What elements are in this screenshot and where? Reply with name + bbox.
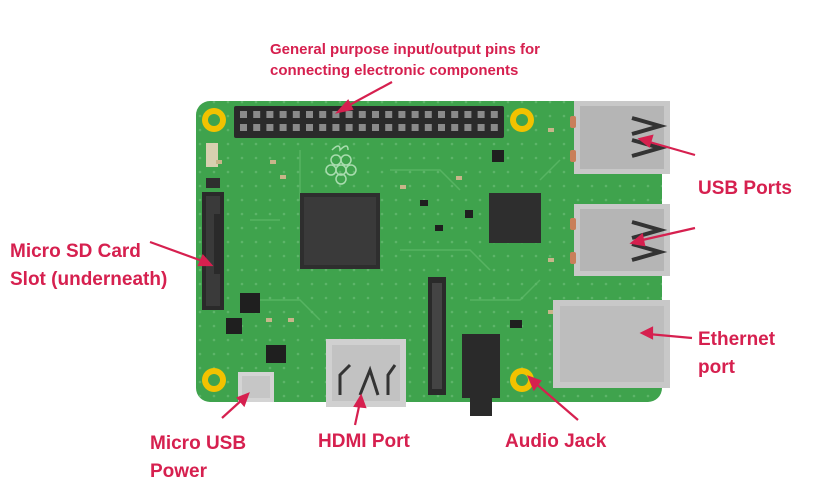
- mount-hole-icon: [202, 368, 226, 392]
- gpio-pin: [424, 111, 432, 118]
- usb-ports-label: USB Ports: [698, 178, 792, 199]
- gpio-pin: [490, 124, 498, 131]
- ethernet-arrow: [639, 326, 693, 340]
- gpio-pin: [464, 111, 472, 118]
- mount-hole-icon: [510, 368, 534, 392]
- led-component: [206, 178, 220, 188]
- gpio-pin: [240, 111, 247, 118]
- mount-hole-icon: [202, 108, 226, 132]
- capacitors: [216, 128, 554, 322]
- hdmi-arrow: [353, 393, 367, 426]
- usb-port-clips: [570, 116, 576, 264]
- ethernet-port: [553, 300, 670, 388]
- micro-sd-arrow: [149, 240, 214, 267]
- audio-arrow: [527, 375, 579, 421]
- gpio-pin: [411, 124, 419, 131]
- gpio-pin: [424, 124, 432, 131]
- usb-port-top: [574, 101, 670, 174]
- mount-hole-icon: [510, 108, 534, 132]
- soc-chip: [300, 193, 380, 269]
- smd-components: [226, 150, 522, 363]
- gpio-pin: [451, 111, 459, 118]
- gpio-pin: [490, 111, 498, 118]
- gpio-pin: [306, 124, 313, 131]
- gpio-pin: [398, 124, 406, 131]
- usb-lan-chip: [489, 193, 541, 243]
- raspberry-logo-icon: [325, 145, 357, 185]
- gpio-pin: [464, 124, 472, 131]
- usb-port-bottom: [574, 204, 670, 276]
- hdmi-port: [326, 339, 406, 407]
- gpio-pin: [266, 111, 274, 118]
- gpio-pin: [240, 124, 247, 131]
- audio-jack: [462, 334, 500, 416]
- gpio-pin: [266, 124, 274, 131]
- display-connector: [428, 277, 446, 395]
- circuit-board: [196, 101, 662, 402]
- gpio-pin: [332, 124, 340, 131]
- gpio-pin: [319, 111, 327, 118]
- gpio-pin: [385, 124, 393, 131]
- gpio-pin: [477, 111, 485, 118]
- gpio-pin: [345, 124, 353, 131]
- gpio-pin: [358, 111, 366, 118]
- gpio-pin: [292, 124, 300, 131]
- camera-connector: [214, 214, 224, 274]
- gpio-pin: [319, 124, 327, 131]
- gpio-pin: [306, 111, 313, 118]
- ethernet-label: Ethernet port: [698, 329, 776, 378]
- hdmi-label: HDMI Port: [318, 431, 410, 452]
- gpio-pin: [398, 111, 406, 118]
- gpio-pin: [438, 124, 445, 131]
- usb-arrow-bottom: [629, 226, 696, 247]
- gpio-pin: [253, 111, 261, 118]
- gpio-pin: [438, 111, 445, 118]
- gpio-label: General purpose input/output pins for co…: [270, 41, 540, 79]
- gpio-pin: [279, 124, 287, 131]
- gpio-pin: [372, 124, 379, 131]
- led-component: [206, 143, 218, 167]
- usb-arrow-top: [637, 134, 696, 157]
- gpio-pin: [372, 111, 379, 118]
- gpio-arrow: [334, 81, 393, 114]
- gpio-pin: [358, 124, 366, 131]
- micro-sd-label: Micro SD Card Slot (underneath): [10, 241, 168, 290]
- micro-usb-arrow: [221, 392, 250, 419]
- gpio-pin: [279, 111, 287, 118]
- gpio-pin: [477, 124, 485, 131]
- gpio-pin: [253, 124, 261, 131]
- gpio-pin: [411, 111, 419, 118]
- micro-usb-label: Micro USB Power: [150, 433, 247, 482]
- gpio-pin: [292, 111, 300, 118]
- gpio-pin: [332, 111, 340, 118]
- gpio-pin: [451, 124, 459, 131]
- gpio-pin: [345, 111, 353, 118]
- audio-jack-label: Audio Jack: [505, 431, 607, 452]
- gpio-pin: [385, 111, 393, 118]
- gpio-header: [234, 106, 504, 138]
